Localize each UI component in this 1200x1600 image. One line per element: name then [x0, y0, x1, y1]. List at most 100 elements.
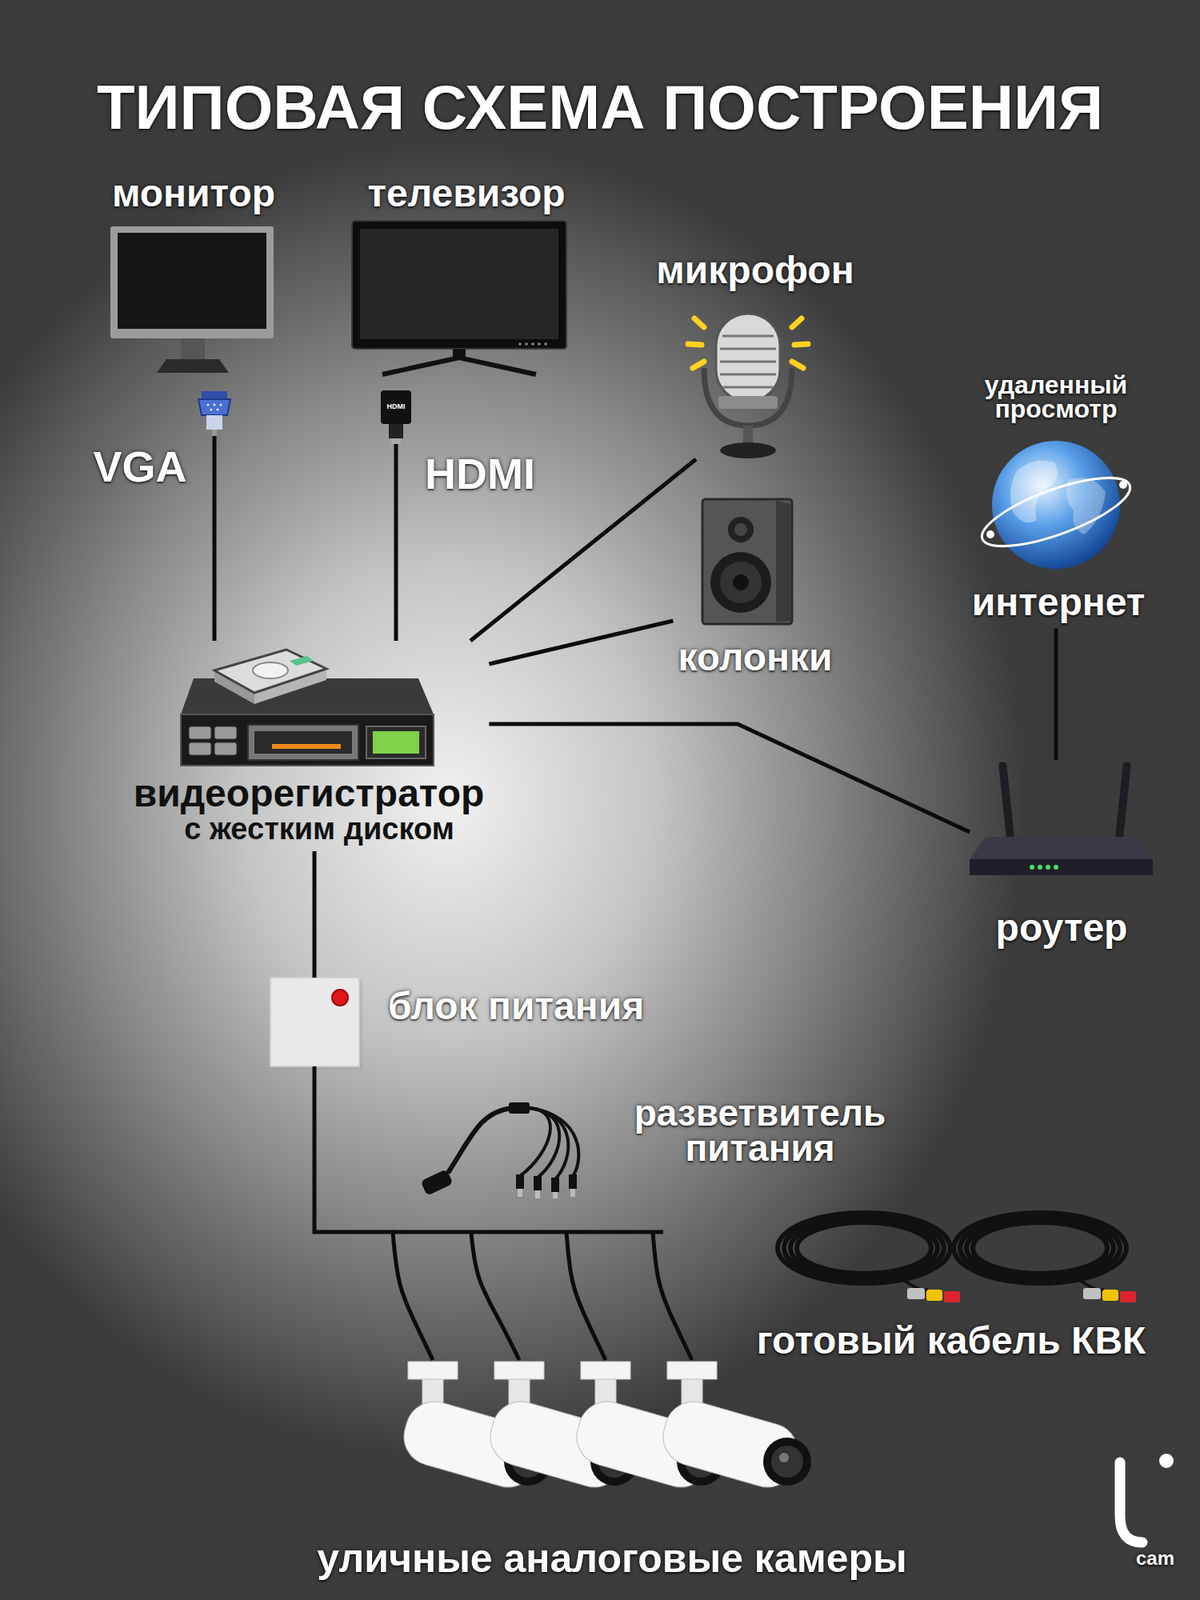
monitor-icon — [180, 338, 205, 360]
device-label: уличные аналоговые камеры — [316, 1536, 907, 1581]
camera-icon — [580, 1361, 631, 1380]
globe-icon — [992, 440, 1120, 569]
vga-plug — [212, 403, 216, 406]
monitor-icon — [156, 359, 229, 373]
device-label: микрофон — [656, 249, 854, 292]
tv-icon — [518, 342, 522, 346]
tv-icon — [352, 220, 567, 375]
cable-line — [394, 444, 399, 641]
dvr-icon — [214, 649, 327, 693]
device-node: колонки — [672, 497, 837, 684]
dvr-icon — [214, 726, 237, 740]
vga-plug — [198, 399, 231, 416]
tv-icon — [352, 220, 567, 349]
power-splitter-icon — [568, 1174, 577, 1189]
power-supply-icon — [270, 977, 360, 1067]
cable-coils-icon — [960, 1216, 1120, 1280]
cable-connectors-icon — [907, 1288, 925, 1300]
cable-line — [1054, 628, 1059, 760]
cable-connectors-icon — [944, 1291, 960, 1303]
camera-icon — [779, 1452, 789, 1463]
device-node: монитор — [107, 168, 280, 436]
globe-icon — [1066, 477, 1106, 535]
device-label: роутер — [996, 907, 1128, 950]
microphone-icon — [722, 386, 774, 389]
router-icon — [1045, 864, 1051, 870]
dvr-icon — [289, 656, 314, 666]
speaker-icon — [732, 574, 749, 591]
vga-plug — [212, 429, 217, 436]
cable-connectors-icon — [907, 1288, 1136, 1303]
microphone-icon — [722, 335, 774, 338]
power-splitter-icon — [529, 1108, 579, 1176]
cable-connectors-icon — [1102, 1289, 1119, 1301]
device-label: удаленный просмотр — [984, 372, 1128, 422]
dvr-icon — [372, 731, 420, 754]
cable-line — [314, 1066, 433, 1360]
device-label: готовый кабель КВК — [756, 1320, 1147, 1363]
cable-coils-icon — [966, 1219, 1114, 1277]
microphone-icon — [718, 396, 778, 409]
power-supply-icon — [270, 977, 363, 1070]
microphone-icon — [688, 313, 808, 459]
cable-coils-icon — [777, 1212, 951, 1284]
device-label: монитор — [112, 172, 276, 216]
globe-icon — [974, 464, 1137, 560]
device-label: колонки — [677, 636, 832, 680]
logo-mark — [1120, 1453, 1174, 1543]
device-label: блок питания — [388, 985, 644, 1028]
camera-icon — [656, 1361, 812, 1494]
monitor-icon — [110, 226, 274, 373]
power-splitter-icon — [420, 1102, 579, 1199]
dvr-icon — [188, 742, 212, 756]
cable-coils-icon — [790, 1219, 938, 1277]
tv-icon — [382, 357, 536, 375]
dvr-icon — [366, 726, 426, 759]
power-splitter-icon — [517, 1188, 523, 1197]
microphone-icon — [720, 442, 776, 459]
hdmi-plug — [380, 390, 412, 424]
device-node: готовый кабель КВК — [752, 1204, 1159, 1367]
power-bus — [471, 1232, 520, 1360]
cable-connectors-icon — [1120, 1291, 1136, 1303]
device-label: разветвитель питания — [634, 1096, 886, 1166]
microphone-icon — [792, 361, 804, 368]
monitor-icon — [110, 226, 274, 339]
power-bus — [652, 1232, 692, 1360]
microphone-icon — [720, 373, 776, 376]
router-icon — [1037, 864, 1043, 870]
cable-line — [312, 851, 317, 978]
cable-coils-icon — [777, 1212, 1127, 1291]
tv-icon — [531, 342, 535, 346]
logo-text: cam — [1136, 1548, 1175, 1569]
microphone-icon — [692, 361, 704, 368]
logo-mark — [1159, 1453, 1174, 1468]
cable-connectors-icon — [1083, 1288, 1101, 1300]
microphone-icon — [688, 344, 702, 345]
dvr-icon — [214, 742, 237, 756]
cable-coils-icon — [972, 1222, 1108, 1274]
router-icon — [1053, 864, 1059, 870]
device-label: интернет — [972, 581, 1146, 624]
microphone-icon — [792, 318, 802, 328]
globe-icon — [1010, 460, 1058, 524]
connector-label: HDMI — [424, 450, 536, 498]
logo-mark — [1120, 1462, 1143, 1543]
router-icon — [969, 761, 1153, 876]
dvr-icon — [248, 724, 359, 760]
hdmi-plug — [380, 390, 412, 444]
camera-icon — [763, 1437, 812, 1486]
router-icon — [1029, 864, 1035, 870]
microphone-icon — [694, 318, 704, 328]
plug-label: HDMI — [387, 403, 406, 412]
power-splitter-icon — [448, 1108, 512, 1173]
power-splitter-icon — [570, 1188, 576, 1197]
device-node: удаленный просмотр интернет — [967, 368, 1151, 629]
globe-icon — [1119, 480, 1128, 489]
device-node: уличные аналоговые камеры — [312, 1360, 912, 1586]
cable-coils-icon — [784, 1216, 944, 1280]
camera-icon — [667, 1361, 717, 1380]
device-node: телевизор — [352, 168, 571, 444]
device-node: блок питания — [270, 977, 649, 1067]
